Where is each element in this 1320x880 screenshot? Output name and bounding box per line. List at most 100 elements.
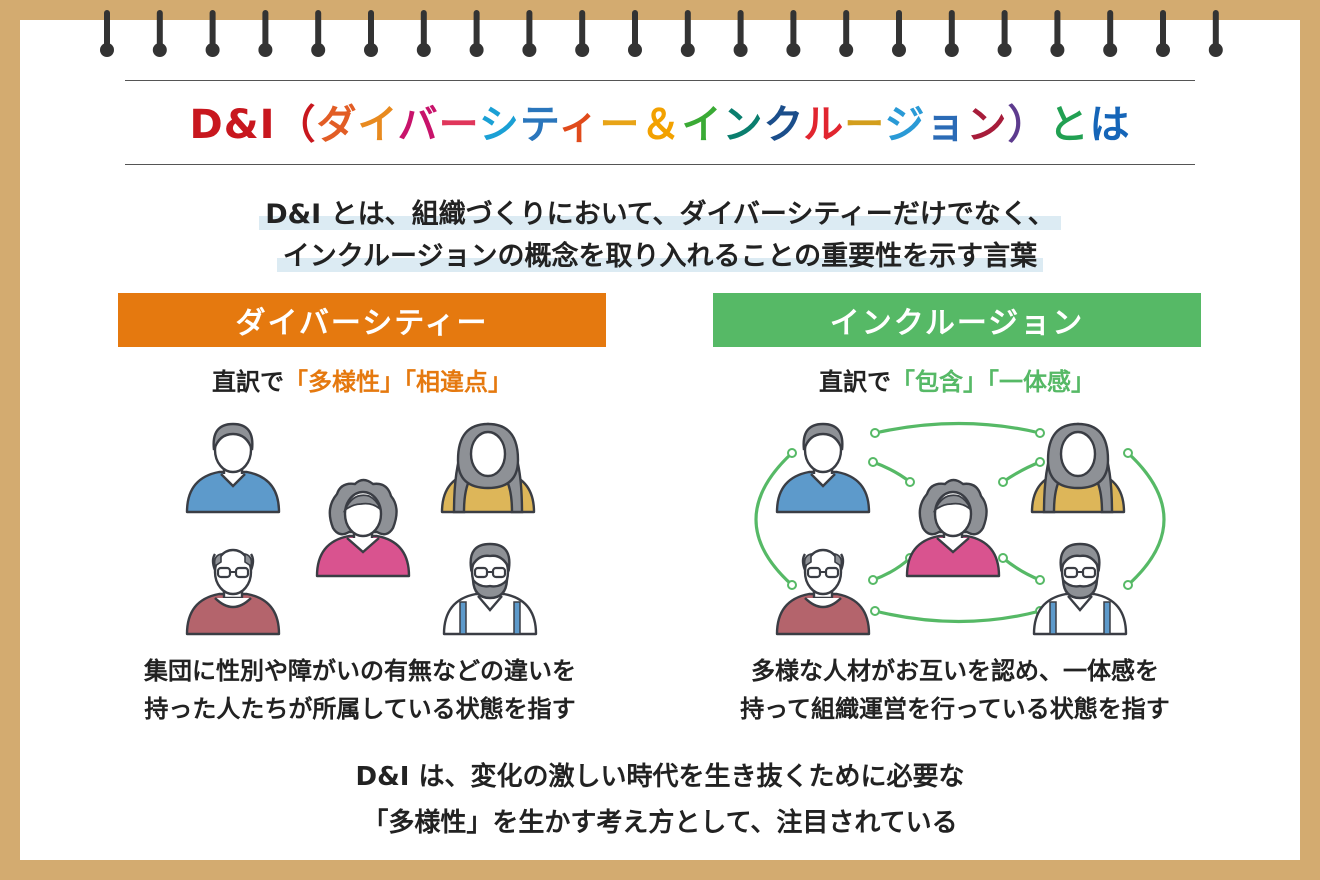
diversity-desc-line-2: 持った人たちが所属している状態を指す [144,695,576,723]
connector-line [754,451,794,587]
binder-ring-icon [680,10,695,57]
title-rule-bottom [125,164,1195,165]
person-woman-hijab-icon [440,422,536,514]
binder-ring-icon [892,10,906,57]
connector-line [1001,556,1042,582]
binder-ring-icon [733,10,748,57]
diversity-description: 集団に性別や障がいの有無などの違いを 持った人たちが所属している状態を指す [60,652,660,728]
connector-line [873,609,1042,624]
title-rule-top [125,80,1195,81]
binder-ring-icon [1208,10,1223,57]
binder-ring-icon [311,10,326,57]
intro-text-1: D&I とは、組織づくりにおいて、ダイバーシティーだけでなく、 [259,199,1061,230]
connector-node [1123,448,1133,458]
closing-line-2: 「多様性」を生かす考え方として、注目されている [362,808,958,838]
connector-node [870,606,880,616]
binder-ring-icon [364,10,378,57]
person-bearded-glasses-icon [1032,542,1128,636]
person-woman-hijab-icon [1030,422,1126,514]
connector-line [1001,460,1042,484]
diversity-sub-prefix: 直訳で [212,368,284,396]
connector-node [1123,580,1133,590]
title-part: ー [438,102,479,148]
connector-node [868,457,878,467]
binder-ring-icon [469,10,484,57]
binder-ring-icon [1050,10,1065,57]
intro-text-2: インクルージョンの概念を取り入れることの重要性を示す言葉 [276,241,1044,272]
person-old-man-glasses-icon [185,548,281,636]
diversity-heading: ダイバーシティー [235,306,489,341]
binder-ring-icon [944,10,959,57]
binder-ring-icon [152,10,167,57]
title-part: ー [844,102,885,148]
inclusion-heading: インクルージョン [829,306,1085,341]
binder-ring-icon [628,10,642,57]
title-part: バ [397,102,439,148]
title-part: テ [519,102,559,148]
title-part: と [1048,102,1090,148]
binder-ring-icon [100,10,114,57]
binder-rings [100,10,1223,57]
title-part: ジ [884,102,926,148]
diversity-heading-band: ダイバーシティー [118,293,606,347]
title-part: ） [1007,102,1049,148]
person-woman-curly-icon [315,478,411,578]
inclusion-heading-band: インクルージョン [713,293,1201,347]
connector-line [871,460,912,484]
connector-line [1126,451,1166,587]
person-woman-curly-icon [905,478,1001,578]
binder-ring-icon [258,10,273,57]
page-title: D&I（ダイバーシティー＆インクルージョン）とは [0,92,1320,150]
inclusion-translation: 直訳で「包含」「一体感」 [713,362,1201,397]
inclusion-desc-line-2: 持って組織運営を行っている状態を指す [740,695,1170,723]
title-part: ン [722,102,764,148]
person-old-man-glasses-icon [775,548,871,636]
binder-ring-icon [839,10,854,57]
title-part: イ [681,102,723,148]
connector-node [1035,575,1045,585]
binder-ring-icon [1103,10,1118,57]
person-man-icon [775,422,871,514]
diversity-desc-line-1: 集団に性別や障がいの有無などの違いを [144,657,576,685]
title-part: シ [478,102,520,148]
title-part: は [1089,102,1131,148]
connector-node [1035,457,1045,467]
intro-line-2: インクルージョンの概念を取り入れることの重要性を示す言葉 [0,234,1320,273]
closing-line-1: D&I は、変化の激しい時代を生き抜くために必要な [355,762,965,792]
title-part: ル [803,102,845,148]
title-part: ョ [925,102,967,148]
inclusion-desc-line-1: 多様な人材がお互いを認め、一体感を [751,657,1159,685]
binder-ring-icon [786,10,801,57]
connector-node [868,575,878,585]
person-man-icon [185,422,281,514]
intro-line-1: D&I とは、組織づくりにおいて、ダイバーシティーだけでなく、 [0,192,1320,231]
connector-node [998,553,1008,563]
binder-ring-icon [575,10,590,57]
connector-node [905,477,915,487]
title-part: ＆ [640,102,682,148]
binder-ring-icon [997,10,1012,57]
title-part: ダ [316,102,358,148]
binder-ring-icon [205,10,220,57]
inclusion-sub-prefix: 直訳で [819,368,891,396]
connector-line [871,556,912,582]
title-part: ィ [558,102,600,148]
inclusion-description: 多様な人材がお互いを認め、一体感を 持って組織運営を行っている状態を指す [655,652,1255,728]
title-part: ン [966,102,1008,148]
diversity-sub-highlight: 「多様性」「相違点」 [284,368,512,396]
connector-node [998,477,1008,487]
connector-node [787,580,797,590]
title-part: ク [763,102,804,148]
connector-line [873,421,1042,435]
title-part: イ [357,102,398,148]
diversity-translation: 直訳で「多様性」「相違点」 [118,362,606,397]
title-part: D&I [189,102,276,148]
connector-node [1035,428,1045,438]
binder-ring-icon [522,10,537,57]
binder-ring-icon [1156,10,1170,57]
connector-node [787,448,797,458]
inclusion-sub-highlight: 「包含」「一体感」 [891,368,1095,396]
connector-node [870,428,880,438]
title-part: ー [599,102,641,148]
